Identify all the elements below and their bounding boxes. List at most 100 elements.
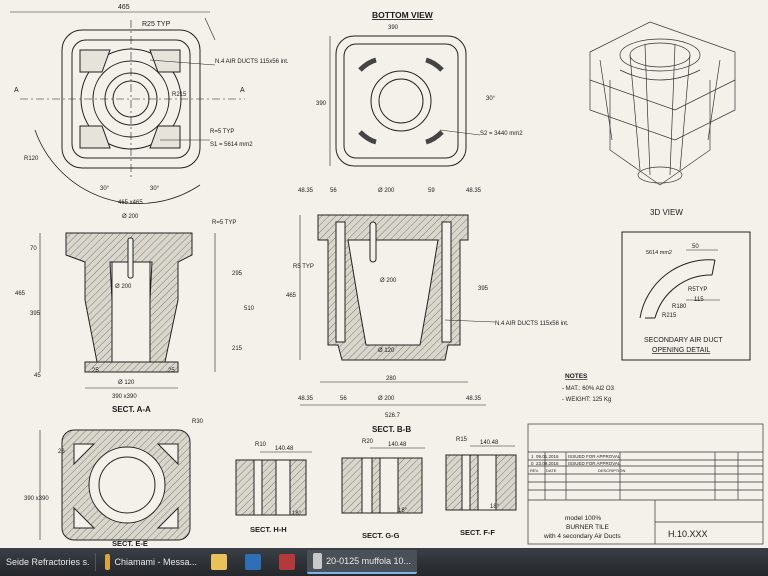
dim-bb-526: 526.7 xyxy=(385,413,401,419)
tb-rev0-no: 0 xyxy=(531,461,534,466)
sect-aa-title: SECT. A-A xyxy=(112,405,151,414)
dim-aa-d200-top: Ø 200 xyxy=(122,214,139,220)
note-r5-typ: R=5 TYP xyxy=(210,129,234,135)
section-hh xyxy=(235,451,312,516)
tb-col-date: DATE xyxy=(546,468,557,473)
section-bb xyxy=(299,214,496,406)
dim-bb-d120: Ø 120 xyxy=(378,348,395,354)
dim-gg-140: 140.48 xyxy=(388,442,407,448)
sect-hh-title: SECT. H-H xyxy=(250,525,287,534)
dim-bottom-side-390: 390 xyxy=(316,101,327,107)
taskbar-item-mail[interactable]: Chiamami - Messa... xyxy=(99,551,203,573)
dim-r215: R215 xyxy=(172,92,187,98)
dim-30-bottom: 30° xyxy=(486,96,496,102)
section-ff xyxy=(445,445,517,511)
label-a-right: A xyxy=(240,87,245,94)
windows-taskbar: Seide Refractories s... Chiamami - Messa… xyxy=(0,548,768,576)
title-block xyxy=(527,423,764,545)
tb-model-line3: with 4 secondary Air Ducts xyxy=(543,533,621,540)
3d-view-title: 3D VIEW xyxy=(650,208,683,217)
dim-bb-4835-left: 48.35 xyxy=(298,188,314,194)
dim-bb-bottom-d200: Ø 200 xyxy=(378,396,395,402)
detail-title-line1: SECONDARY AIR DUCT xyxy=(644,337,723,344)
dim-ff-r15: R15 xyxy=(456,437,468,443)
dim-gg-r20: R20 xyxy=(362,439,374,445)
detail-115: 115 xyxy=(694,297,704,303)
dim-aa-510: 510 xyxy=(244,306,255,312)
dim-r120: R120 xyxy=(24,156,39,162)
taskbar-pinned-explorer[interactable] xyxy=(205,551,237,573)
folder-icon xyxy=(211,554,227,570)
dim-bb-280: 280 xyxy=(386,376,397,382)
taskbar-item-seide-label: Seide Refractories s... xyxy=(6,557,90,567)
note-r5-typ-aa: R=5 TYP xyxy=(212,220,236,226)
dim-top-465: 465 xyxy=(118,4,130,11)
note-air-ducts-top: N.4 AIR DUCTS 115x56 int. xyxy=(215,59,289,65)
dim-aa-465: 465 xyxy=(15,291,26,297)
tb-rev1-no: 1 xyxy=(531,454,534,459)
note-air-ducts-bb: N.4 AIR DUCTS 115x56 int. xyxy=(495,321,569,327)
pdf-document-icon xyxy=(313,553,323,569)
dim-bb-56-left: 56 xyxy=(330,188,337,194)
dim-465x465: 465 x465 xyxy=(118,200,143,206)
sect-ee-title: SECT. E-E xyxy=(112,539,148,548)
section-ee xyxy=(39,429,191,541)
tb-drawing-number: H.10.XXX xyxy=(668,529,708,539)
dim-aa-215: 215 xyxy=(232,346,243,352)
secondary-air-duct-detail xyxy=(621,231,751,361)
detail-title-line2: OPENING DETAIL xyxy=(652,347,710,354)
dim-aa-295: 295 xyxy=(232,271,243,277)
section-gg xyxy=(341,447,425,514)
dim-aa-d120: Ø 120 xyxy=(118,380,135,386)
sect-bb-title: SECT. B-B xyxy=(372,425,411,434)
taskbar-pinned-outlook[interactable] xyxy=(239,551,271,573)
label-a-left: A xyxy=(14,87,19,94)
bottom-view xyxy=(329,35,481,167)
dim-30-left: 30° xyxy=(100,186,110,192)
taskbar-item-seide[interactable]: Seide Refractories s... xyxy=(0,551,90,573)
top-view xyxy=(10,11,245,204)
cad-drawing-sheet[interactable]: 465 R25 TYP N.4 AIR DUCTS 115x56 int. R=… xyxy=(0,0,768,548)
tb-rev1-desc: ISSUED FOR APPROVAL xyxy=(568,454,621,459)
dim-bb-395: 395 xyxy=(478,286,489,292)
bottom-view-title: BOTTOM VIEW xyxy=(372,10,434,20)
dim-bb-d200: Ø 200 xyxy=(380,278,397,284)
dim-ff-18: 18° xyxy=(490,504,500,510)
sect-gg-title: SECT. G-G xyxy=(362,531,400,540)
detail-r215: R215 xyxy=(662,313,677,319)
tb-rev0-desc: ISSUED FOR APPROVAL xyxy=(568,461,621,466)
dim-bb-4835-right: 48.35 xyxy=(466,188,482,194)
dim-ee-r30: R30 xyxy=(192,419,204,425)
taskbar-pinned-access[interactable] xyxy=(273,551,305,573)
notes-mat: - MAT.: 60% Al2 O3 xyxy=(562,386,615,392)
dim-ee-26: 26 xyxy=(58,449,65,455)
dim-hh-140: 140.48 xyxy=(275,446,294,452)
dim-ee-390x390: 390 x390 xyxy=(24,496,49,502)
tb-col-rev: REV. xyxy=(530,468,539,473)
dim-bb-bottom-4835-left: 48.35 xyxy=(298,396,314,402)
detail-s5614: 5614 mm2 xyxy=(646,250,672,256)
taskbar-item-cad-label: 20-0125 muffola 10... xyxy=(326,556,411,566)
dim-gg-18: 18° xyxy=(398,508,408,514)
taskbar-separator xyxy=(95,553,96,571)
taskbar-item-mail-label: Chiamami - Messa... xyxy=(114,557,197,567)
dim-bb-59: 59 xyxy=(428,188,435,194)
tb-model-line1: model 100% xyxy=(565,515,601,522)
tb-rev1-date: 09.01.2016 xyxy=(536,454,559,459)
3d-view xyxy=(589,21,736,186)
tb-rev0-date: 23.09.2016 xyxy=(536,461,559,466)
dim-bb-bottom-4835-right: 48.35 xyxy=(466,396,482,402)
dim-aa-25-left: 25 xyxy=(92,368,99,374)
sect-ff-title: SECT. F-F xyxy=(460,528,495,537)
dim-aa-d200: Ø 200 xyxy=(115,284,132,290)
dim-ff-140: 140.48 xyxy=(480,440,499,446)
drawing-canvas[interactable]: 465 R25 TYP N.4 AIR DUCTS 115x56 int. R=… xyxy=(0,0,768,548)
dim-aa-25-right: 25 xyxy=(168,368,175,374)
dim-bb-d200-top: Ø 200 xyxy=(378,188,395,194)
dim-390x390: 390 x390 xyxy=(112,394,137,400)
dim-aa-45: 45 xyxy=(34,373,41,379)
dim-bb-465: 465 xyxy=(286,293,297,299)
detail-r180: R180 xyxy=(672,304,687,310)
taskbar-item-cad[interactable]: 20-0125 muffola 10... xyxy=(307,550,417,574)
dim-hh-18: 18° xyxy=(292,511,302,517)
